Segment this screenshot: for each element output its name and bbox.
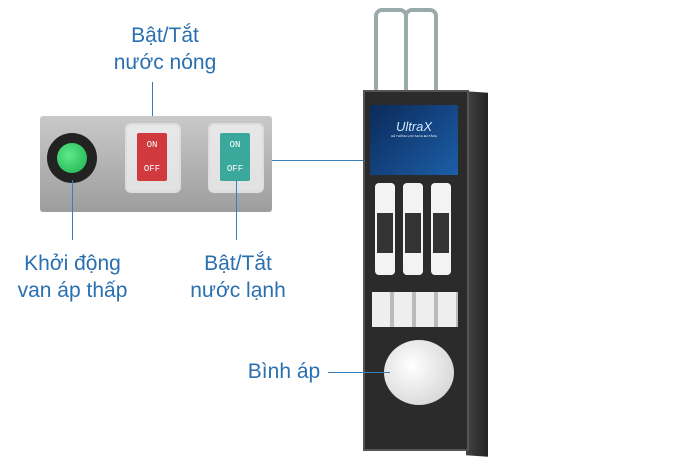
faucet-left	[374, 8, 408, 92]
filter-cartridge	[431, 183, 451, 275]
label-pressure-tank: Bình áp	[247, 360, 321, 383]
brand-logo: UltraX	[395, 119, 433, 134]
pointer-line	[272, 160, 392, 161]
label-line: nước nóng	[113, 51, 217, 74]
pointer-line	[328, 372, 390, 373]
hot-water-switch: ON OFF	[125, 123, 181, 193]
pointer-line	[152, 82, 153, 126]
on-text: ON	[146, 140, 158, 150]
filter-cartridge	[375, 183, 395, 275]
label-line: nước lạnh	[190, 279, 286, 302]
label-line: Bật/Tắt	[131, 24, 199, 47]
label-line: van áp thấp	[17, 279, 128, 302]
off-text: OFF	[226, 164, 244, 174]
pressure-tank	[384, 340, 454, 405]
pointer-line	[72, 180, 73, 240]
filter-cartridge	[403, 183, 423, 275]
off-text: OFF	[143, 164, 161, 174]
cabinet-door	[466, 91, 488, 457]
low-pressure-valve-button	[47, 133, 97, 183]
label-line: Bật/Tắt	[204, 252, 272, 275]
faucet-right	[404, 8, 438, 92]
tagline: HỆ THỐNG LỌC SẠCH ĐA TẦNG	[391, 134, 437, 138]
label-line: Khởi động	[24, 252, 121, 275]
on-text: ON	[229, 140, 241, 150]
label-cold-water-switch: Bật/Tắt nước lạnh	[183, 250, 293, 304]
filter-rack	[372, 292, 458, 327]
label-low-pressure-valve: Khởi động van áp thấp	[5, 250, 140, 304]
product-screen: UltraX HỆ THỐNG LỌC SẠCH ĐA TẦNG	[370, 105, 458, 175]
pointer-line	[236, 180, 237, 240]
label-hot-water-switch: Bật/Tắt nước nóng	[110, 22, 220, 76]
